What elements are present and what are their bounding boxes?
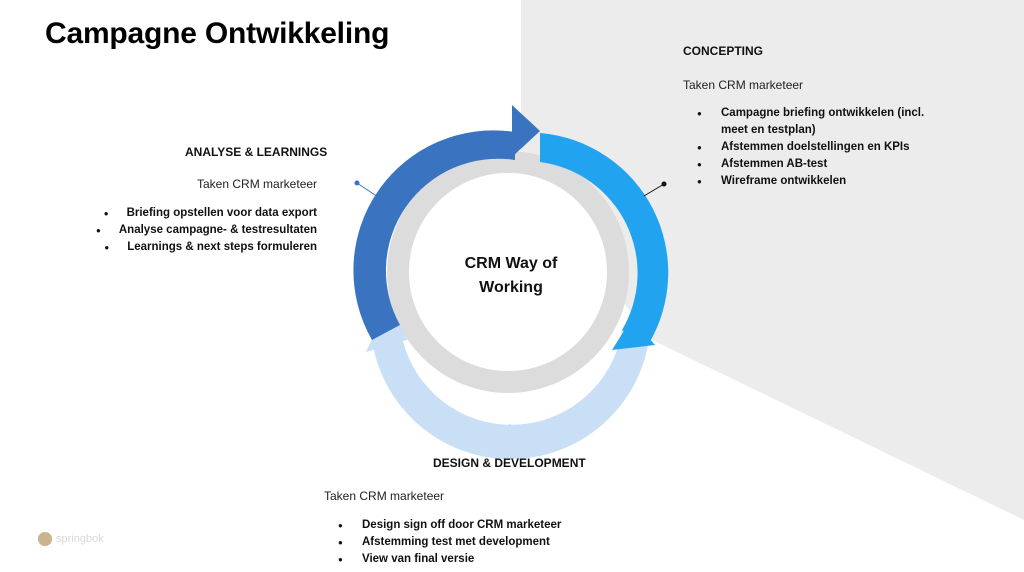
concepting-arrow-head: [612, 318, 655, 350]
analyse-subtitle: Taken CRM marketeer: [197, 177, 318, 191]
design-arrow: [372, 325, 648, 460]
analyse-leader-dot: [354, 180, 360, 186]
analyse-task-list: Briefing opstellen voor data export Anal…: [96, 205, 317, 256]
center-label-line-1: CRM Way of: [465, 255, 558, 272]
concepting-task: Wireframe ontwikkelen: [693, 173, 924, 190]
design-heading: DESIGN & DEVELOPMENT: [433, 456, 586, 470]
concepting-leader: [643, 183, 665, 197]
center-label-line-2: Working: [479, 279, 543, 296]
analyse-task: Briefing opstellen voor data export: [96, 205, 317, 222]
concepting-leader-dot: [661, 181, 667, 187]
design-task: View van final versie: [334, 551, 561, 568]
concepting-task: Campagne briefing ontwikkelen (incl.: [693, 105, 924, 122]
analyse-task: Learnings & next steps formuleren: [96, 239, 317, 256]
design-task: Afstemming test met development: [334, 534, 561, 551]
design-task: Design sign off door CRM marketeer: [334, 517, 561, 534]
concepting-arrow: [540, 133, 669, 345]
design-subtitle: Taken CRM marketeer: [324, 489, 445, 503]
concepting-task-list: Campagne briefing ontwikkelen (incl. mee…: [693, 105, 924, 190]
analyse-arrow-head: [512, 105, 540, 157]
analyse-arrow: [353, 130, 515, 340]
page-title: Campagne Ontwikkeling: [45, 17, 390, 50]
concepting-task: Afstemmen doelstellingen en KPIs: [693, 139, 924, 156]
concepting-subtitle: Taken CRM marketeer: [683, 78, 804, 92]
concepting-task: Afstemmen AB-test: [693, 156, 924, 173]
inner-ring: [387, 151, 629, 393]
logo-text: springbok: [56, 533, 104, 545]
concepting-task-continuation: meet en testplan): [721, 124, 816, 136]
concepting-heading: CONCEPTING: [683, 44, 764, 58]
analyse-heading: ANALYSE & LEARNINGS: [185, 145, 328, 159]
design-task-list: Design sign off door CRM marketeer Afste…: [334, 517, 561, 568]
design-leader-dot: [507, 443, 513, 449]
springbok-logo: springbok: [38, 532, 104, 546]
logo-mark: [38, 532, 52, 546]
analyse-task: Analyse campagne- & testresultaten: [96, 222, 317, 239]
center-circle: [409, 173, 607, 371]
analyse-leader: [356, 182, 379, 198]
